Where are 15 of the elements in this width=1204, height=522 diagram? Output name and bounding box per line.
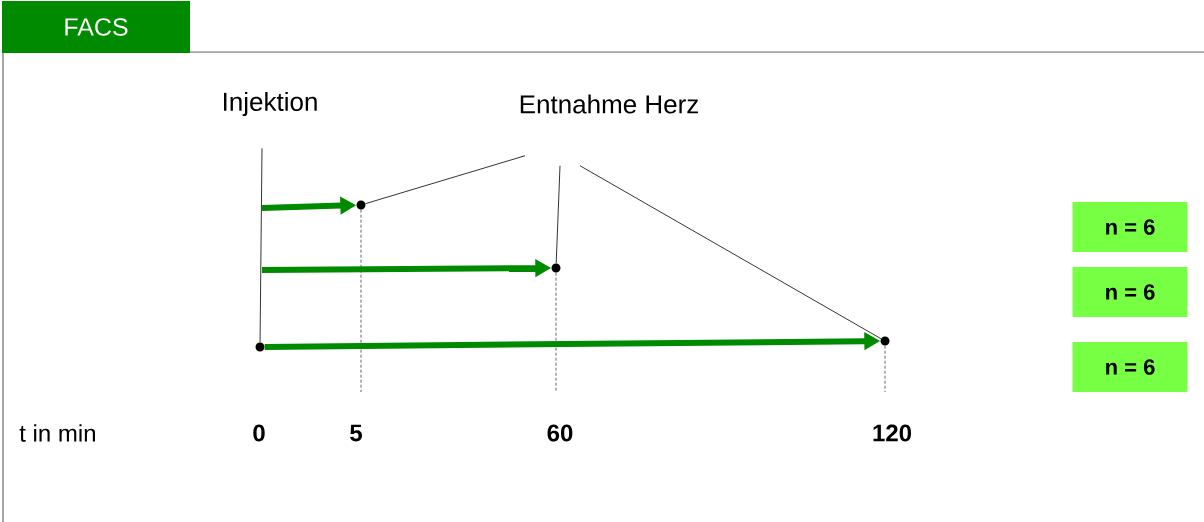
leader-line [365, 155, 526, 205]
leader-line [579, 165, 882, 340]
time-tick-label: 120 [873, 424, 912, 442]
group-size-box: n = 6 [1072, 342, 1188, 392]
leader-line [259, 147, 263, 343]
header-tab: FACS [2, 1, 190, 53]
time-tick-label: 0 [253, 424, 265, 442]
time-tick-label: 60 [547, 424, 573, 442]
event-label: Entnahme Herz [520, 94, 698, 114]
event-label: Injektion [224, 91, 317, 117]
time-tick-label: 5 [350, 424, 362, 442]
group-size-box: n = 6 [1072, 267, 1188, 317]
group-size-box: n = 6 [1072, 202, 1188, 252]
leader-line [555, 165, 561, 264]
axis-caption: t in min [19, 424, 95, 442]
